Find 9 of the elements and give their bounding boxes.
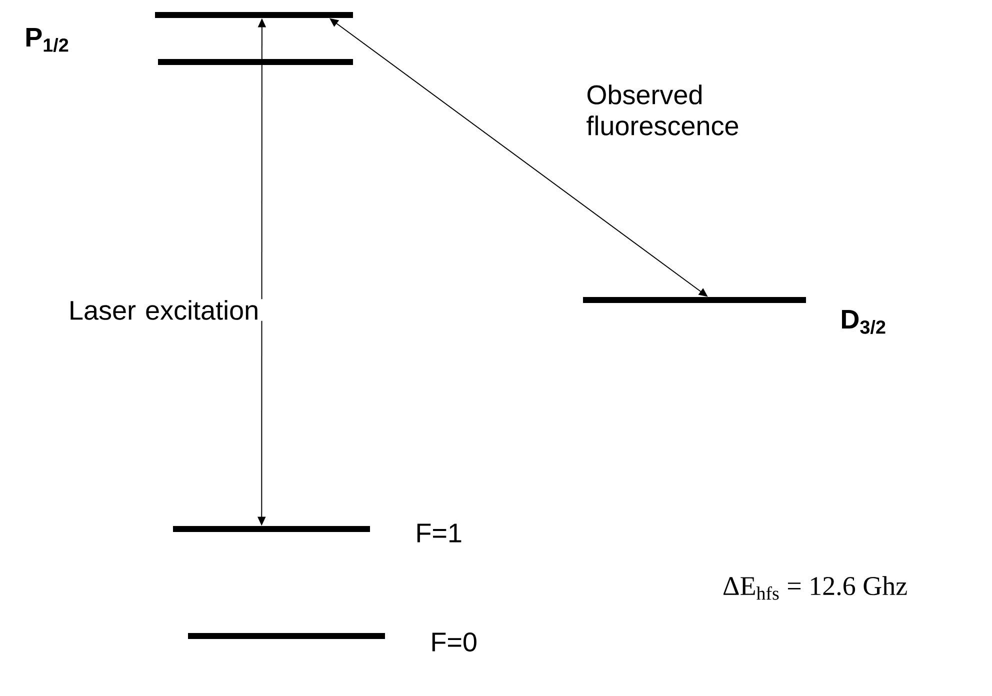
edge-label: Laser excitation <box>70 300 258 320</box>
energy-level <box>158 59 353 65</box>
edge-label: Observed fluorescence <box>586 84 738 136</box>
energy-level <box>188 633 385 639</box>
level-label: D$_{3/2}$ <box>842 310 886 334</box>
level-label: F=0 <box>432 632 476 652</box>
level-label: F=1 <box>417 524 462 542</box>
splitting-label: ΔE$_{hfs}$ = 12.6 Ghz <box>723 576 907 600</box>
level-label: P$_{1/2}$ <box>26 28 68 52</box>
